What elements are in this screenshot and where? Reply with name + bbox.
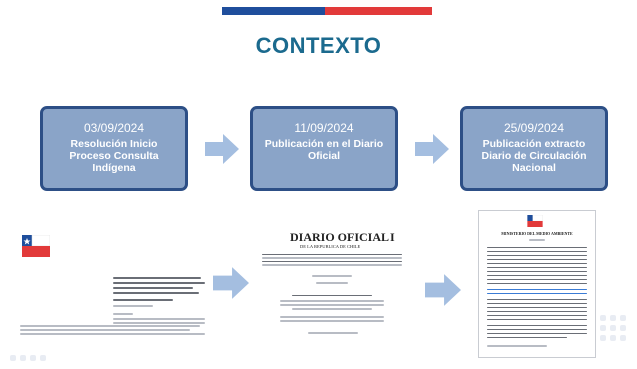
extract-document-thumbnail: MINISTERIO DEL MEDIO AMBIENTE [478, 210, 596, 358]
diario-number: I [390, 230, 395, 244]
timeline-step-1: 03/09/2024 Resolución Inicio Proceso Con… [40, 106, 188, 191]
arrow-right-icon [415, 134, 449, 164]
chile-emblem-icon [22, 235, 50, 257]
resolution-document-thumbnail [10, 225, 210, 345]
step-label: Publicación en el Diario Oficial [264, 138, 384, 162]
flag-bar-red [325, 7, 432, 15]
extract-heading: MINISTERIO DEL MEDIO AMBIENTE [501, 231, 573, 236]
diario-oficial-document-thumbnail: DIARIO OFICIAL DE LA REPUBLICA DE CHILE … [252, 220, 410, 348]
flag-bar-blue [222, 7, 325, 15]
chile-emblem-icon [527, 215, 543, 227]
arrow-right-icon [213, 267, 249, 299]
step-date: 11/09/2024 [294, 121, 354, 135]
timeline-step-2: 11/09/2024 Publicación en el Diario Ofic… [250, 106, 398, 191]
step-date: 03/09/2024 [83, 121, 145, 135]
step-label: Resolución Inicio Proceso Consulta Indíg… [69, 138, 159, 174]
step-date: 25/09/2024 [503, 121, 565, 135]
arrow-right-icon [425, 274, 461, 306]
arrow-right-icon [205, 134, 239, 164]
diario-title: DIARIO OFICIAL [290, 230, 390, 244]
timeline-step-3: 25/09/2024 Publicación extracto Diario d… [460, 106, 608, 191]
step-label: Publicación extracto Diario de Circulaci… [481, 138, 587, 174]
flag-bar [222, 7, 432, 15]
diario-subtitle: DE LA REPUBLICA DE CHILE [300, 244, 361, 249]
page-title: CONTEXTO [255, 33, 382, 58]
